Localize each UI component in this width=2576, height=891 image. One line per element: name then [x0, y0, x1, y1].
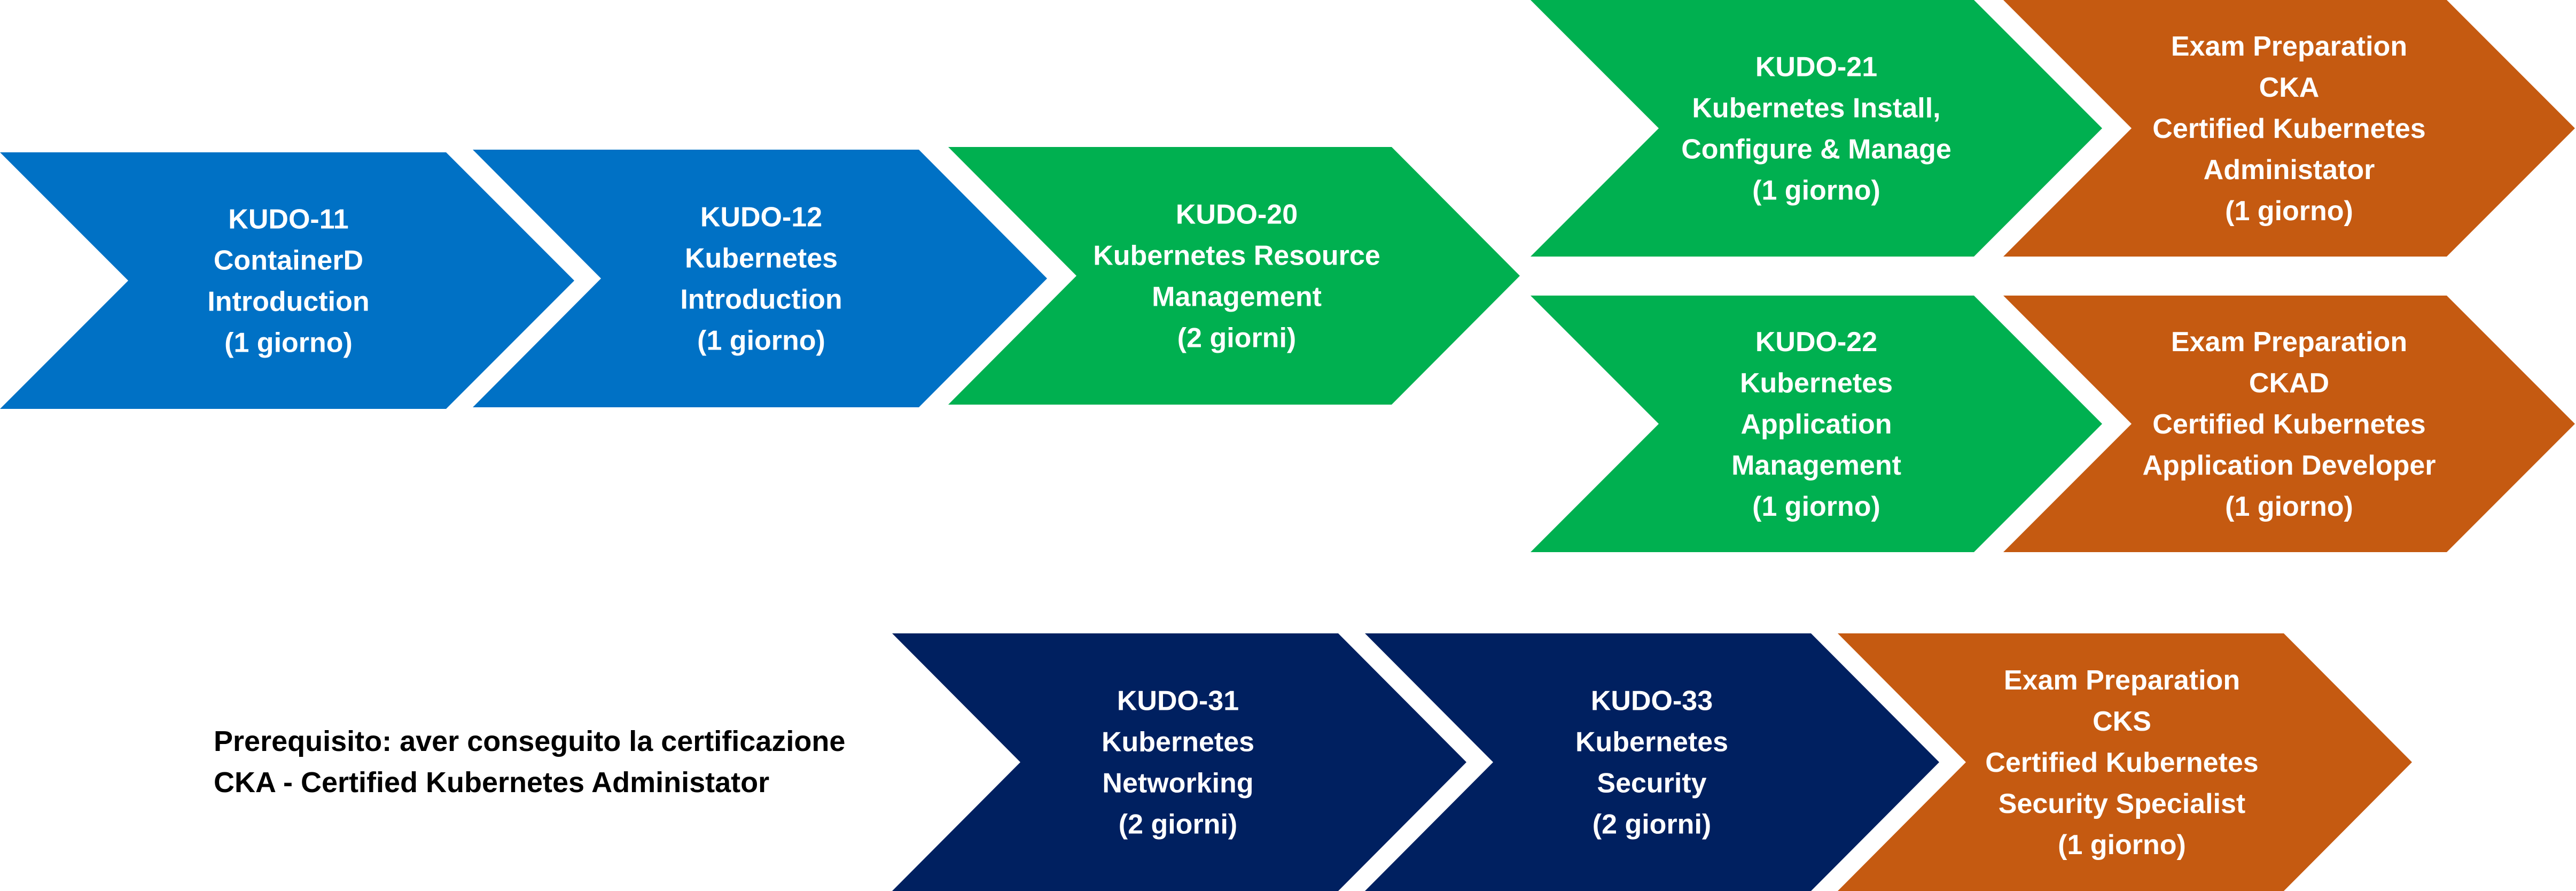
chevron-label-line: Application [1740, 409, 1892, 440]
chevron-label-line: CKS [2093, 706, 2151, 737]
prerequisite-line: CKA - Certified Kubernetes Administator [214, 766, 769, 799]
chevron-label-line: Management [1731, 450, 1901, 481]
chevron-shape [1365, 633, 1939, 891]
chevron-shape [1531, 0, 2102, 257]
chevron-label-line: (2 giorni) [1177, 323, 1296, 354]
chevron-label-line: (1 giorno) [697, 326, 825, 357]
chevron-shape [1838, 633, 2412, 891]
chevron-label-line: Kubernetes Install, [1692, 93, 1940, 124]
chevron-label-line: Introduction [680, 284, 842, 315]
chevron-label-line: Certified Kubernetes [2152, 113, 2425, 144]
chevron-label-line: KUDO-12 [700, 202, 822, 233]
chevron-label-line: (2 giorni) [1119, 809, 1237, 840]
chevron-label-line: Exam Preparation [2171, 31, 2407, 62]
chevron-shape [892, 633, 1466, 891]
chevron-label-line: (1 giorno) [1752, 491, 1880, 522]
chevron-label-line: (1 giorno) [2225, 196, 2353, 227]
chevron-label-line: KUDO-11 [228, 204, 348, 235]
chevron-label-line: Introduction [207, 286, 369, 317]
chevron-shape [1531, 296, 2102, 552]
chevron-label-line: Kubernetes [1102, 727, 1254, 758]
prerequisite-line: Prerequisito: aver conseguito la certifi… [214, 725, 845, 757]
chevron-label-line: CKAD [2249, 368, 2329, 399]
chevron-shape [2003, 296, 2575, 552]
chevron-label-line: KUDO-33 [1591, 686, 1713, 717]
chevron-label-line: Kubernetes [1740, 368, 1893, 399]
chevron-label-line: Configure & Manage [1681, 134, 1951, 165]
chevron-label-line: Exam Preparation [2171, 327, 2407, 358]
chevron-shape [473, 150, 1047, 407]
chevron-label-line: Kubernetes [685, 243, 838, 274]
chevron-label-line: Kubernetes [1575, 727, 1728, 758]
chevron-label-line: Administator [2204, 154, 2375, 185]
chevron-label-line: KUDO-22 [1755, 327, 1877, 358]
chevron-shape [2003, 0, 2575, 257]
chevron-label-line: (1 giorno) [2058, 830, 2186, 861]
chevron-label-line: ContainerD [214, 245, 363, 276]
chevron-label-line: Application Developer [2143, 450, 2436, 481]
chevron-label-line: Management [1152, 282, 1322, 313]
chevron-label-line: (1 giorno) [1752, 175, 1880, 206]
chevron-label-line: Security [1597, 768, 1706, 799]
prerequisite-note: Prerequisito: aver conseguito la certifi… [214, 725, 845, 799]
chevron-label-line: KUDO-21 [1755, 52, 1877, 83]
chevron-label-line: (2 giorni) [1593, 809, 1711, 840]
chevron-label-line: Exam Preparation [2004, 665, 2240, 696]
chevron-label-line: CKA [2259, 72, 2320, 103]
chevron-label-line: (1 giorno) [2225, 491, 2353, 522]
chevron-label-line: (1 giorno) [224, 328, 353, 359]
chevron-label-line: Security Specialist [1999, 788, 2245, 819]
chevron-label-line: Kubernetes Resource [1093, 241, 1380, 272]
chevron-shape [0, 152, 574, 409]
chevron-label-line: KUDO-20 [1176, 199, 1298, 230]
chevron-label-line: Networking [1102, 768, 1253, 799]
chevron-label-line: Certified Kubernetes [1985, 747, 2258, 778]
chevron-label-line: Certified Kubernetes [2152, 409, 2425, 440]
chevron-label-line: KUDO-31 [1117, 686, 1239, 717]
chevron-shape [948, 147, 1520, 405]
